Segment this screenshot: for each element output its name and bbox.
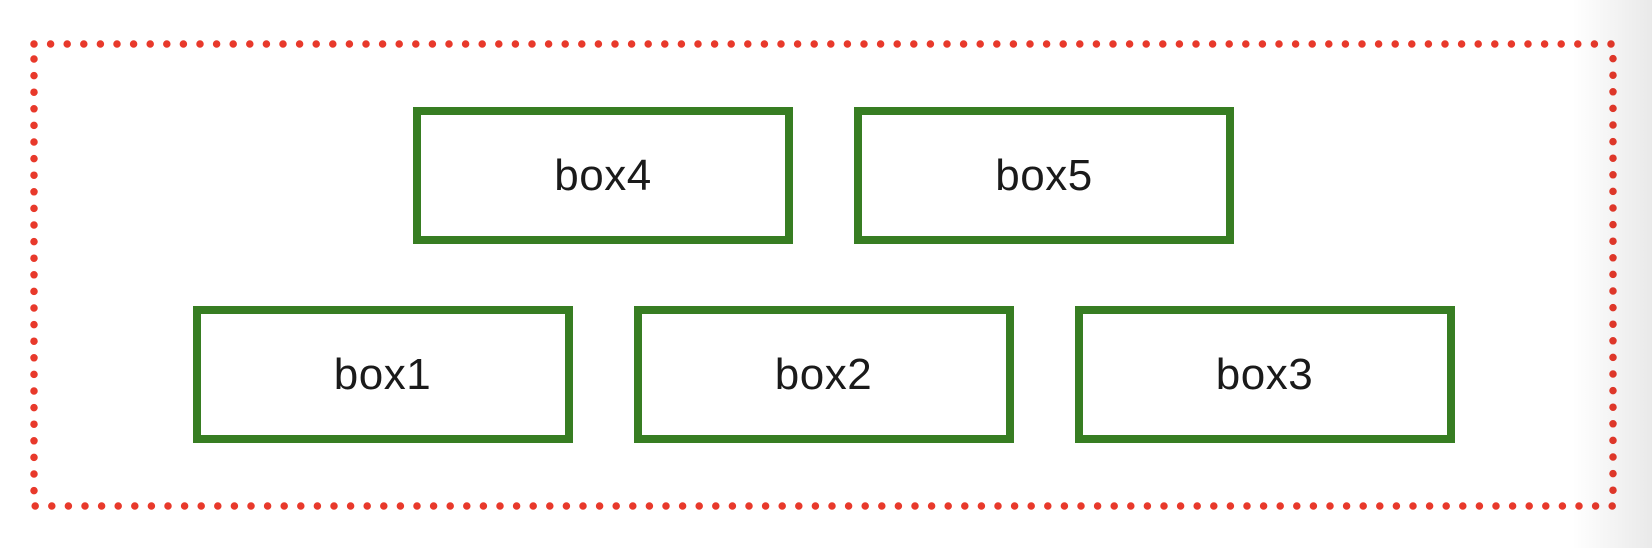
box5: box5: [854, 107, 1234, 244]
box-row-bottom: box1 box2 box3: [192, 306, 1455, 443]
box-row-top: box4 box5: [413, 107, 1234, 244]
box1-label: box1: [333, 349, 432, 399]
box4: box4: [413, 107, 793, 244]
box5-label: box5: [995, 150, 1093, 200]
box2-label: box2: [774, 349, 873, 399]
box2: box2: [633, 306, 1014, 443]
box4-label: box4: [554, 150, 652, 200]
box1: box1: [192, 306, 573, 443]
box3-label: box3: [1215, 349, 1314, 399]
box3: box3: [1074, 306, 1455, 443]
dotted-container: box4 box5 box1 box2 box3: [30, 40, 1617, 510]
